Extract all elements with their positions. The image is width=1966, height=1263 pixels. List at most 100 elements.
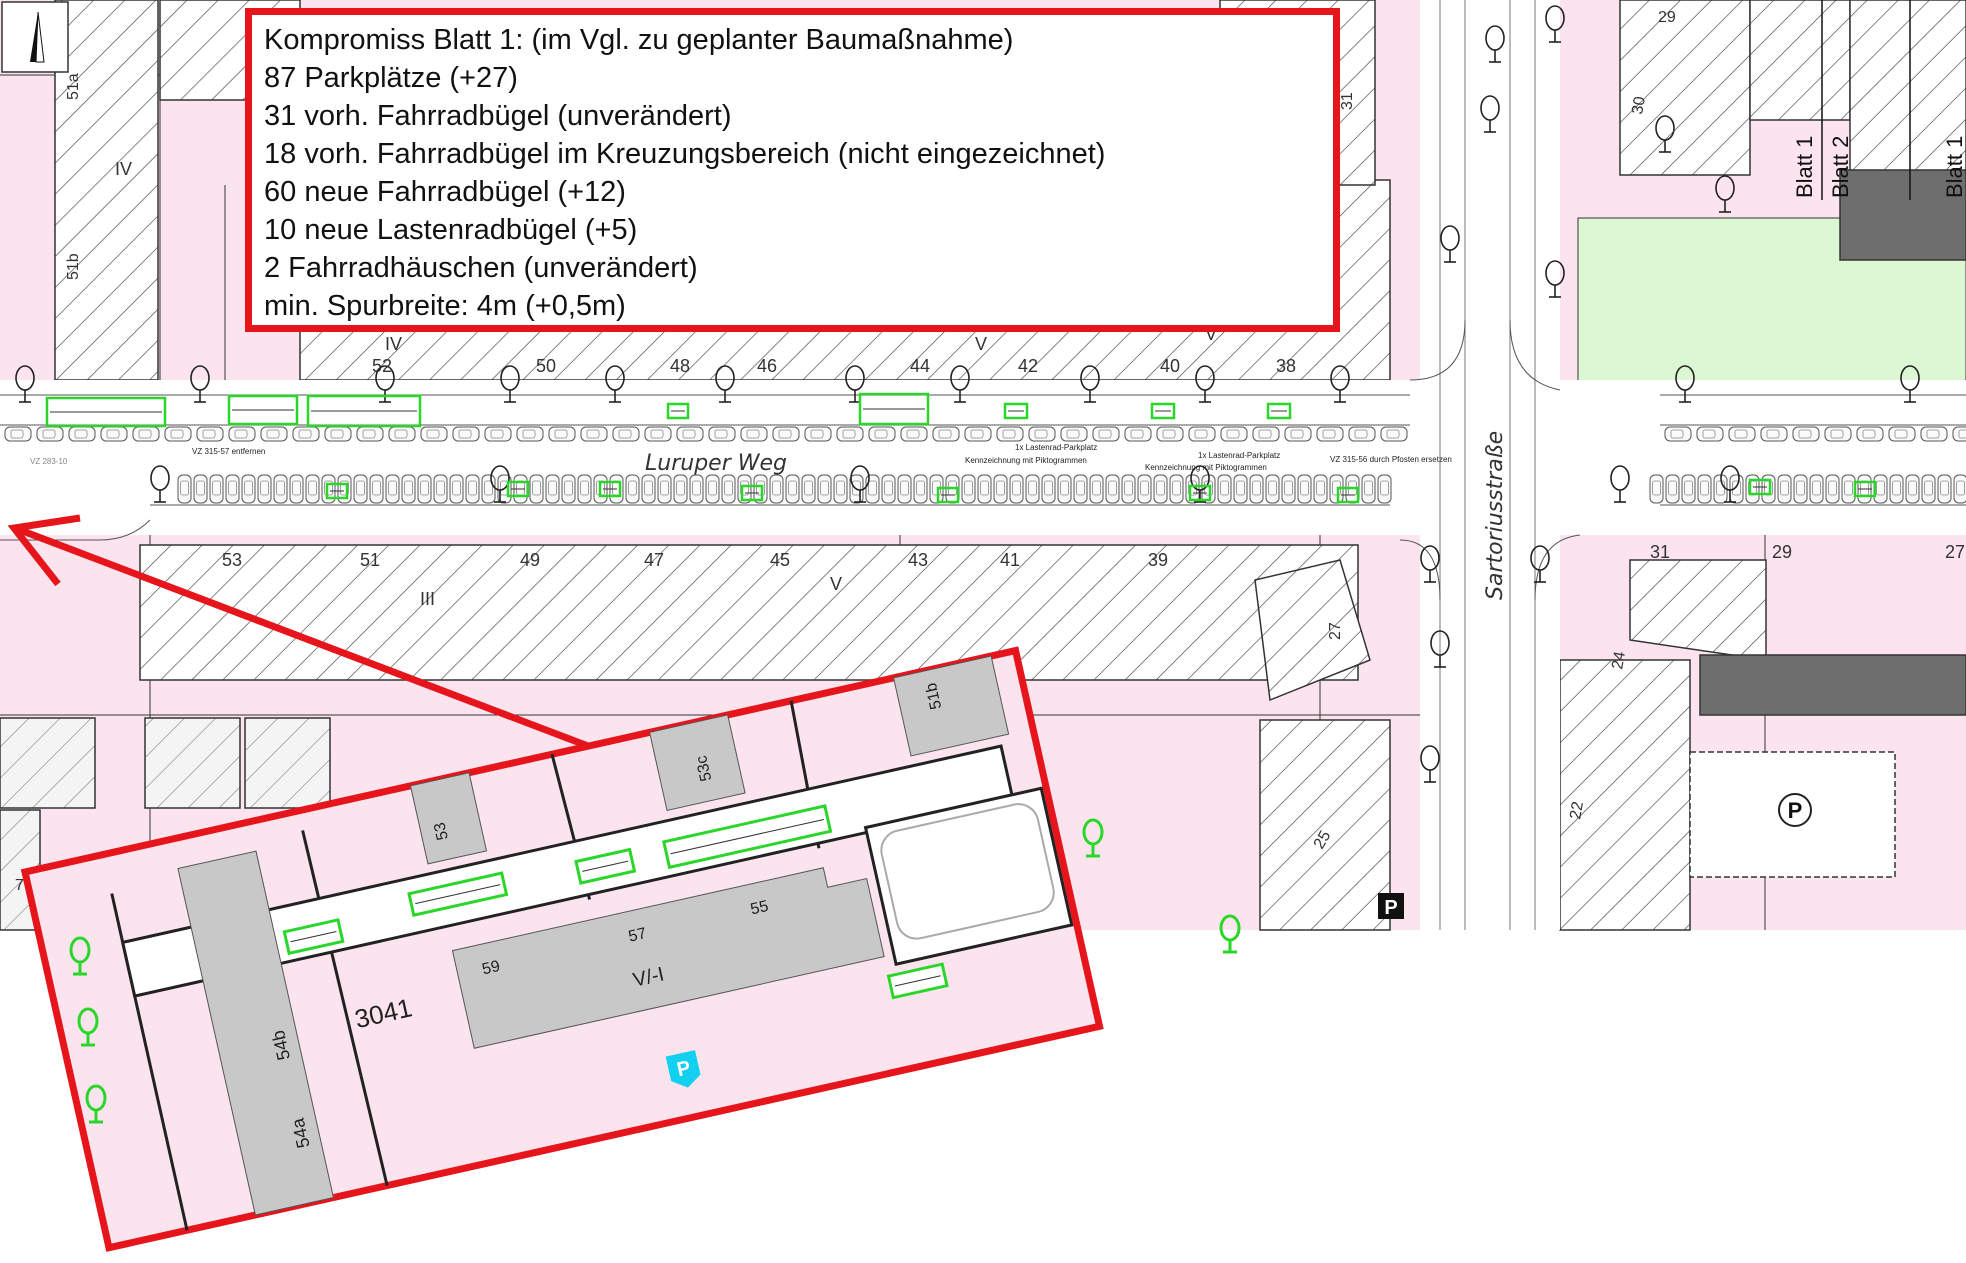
info-line-crossing-racks: 18 vorh. Fahrradbügel im Kreuzungsbereic… bbox=[264, 138, 1106, 170]
annotation-cargo1-title: 1x Lastenrad-Parkplatz bbox=[1015, 443, 1097, 452]
bike-rack-marker bbox=[306, 394, 422, 428]
parked-car bbox=[932, 426, 960, 442]
parked-car bbox=[836, 426, 864, 442]
bike-rack-marker bbox=[227, 394, 299, 426]
parking-sign-icon-small: P bbox=[1378, 893, 1404, 919]
parked-car bbox=[689, 474, 704, 504]
parked-car bbox=[1233, 474, 1248, 504]
parked-car bbox=[1777, 474, 1792, 504]
parked-car bbox=[1092, 426, 1120, 442]
parked-car bbox=[1265, 474, 1280, 504]
house-number: 47 bbox=[644, 550, 664, 570]
bike-rack-marker bbox=[598, 480, 622, 498]
parked-car bbox=[1856, 426, 1884, 442]
inset-label-51b: 51b bbox=[923, 681, 945, 711]
parked-car bbox=[4, 426, 32, 442]
parking-sign-small-label: P bbox=[1384, 897, 1397, 919]
house-number: 51a bbox=[65, 73, 82, 100]
parked-car bbox=[385, 474, 400, 504]
parked-car bbox=[1665, 474, 1680, 504]
parked-car bbox=[356, 426, 384, 442]
parked-car bbox=[100, 426, 128, 442]
parked-car bbox=[804, 426, 832, 442]
house-number: 31 bbox=[1339, 92, 1356, 110]
annotation-vz-remove: VZ 315-57 entfernen bbox=[192, 447, 265, 456]
bike-rack-marker bbox=[45, 396, 167, 428]
inset-label-55: 55 bbox=[749, 898, 770, 918]
bike-racks bbox=[45, 392, 1877, 504]
parked-car bbox=[241, 474, 256, 504]
parked-car bbox=[1316, 426, 1344, 442]
house-number: 31 bbox=[1650, 542, 1670, 562]
house-number: 7 bbox=[15, 877, 24, 894]
annotation-cargo2-sub: Kennzeichnung mit Piktogrammen bbox=[1145, 463, 1267, 472]
bike-rack-marker bbox=[1188, 484, 1212, 502]
house-number: 45 bbox=[770, 550, 790, 570]
parked-car bbox=[1649, 474, 1664, 504]
house-number: 46 bbox=[757, 356, 777, 376]
inset-label-57: 57 bbox=[627, 925, 648, 945]
bike-rack-marker bbox=[1853, 480, 1877, 498]
parked-car bbox=[561, 474, 576, 504]
parked-car bbox=[1281, 474, 1296, 504]
floor-label: IV bbox=[115, 159, 132, 179]
annotation-vz-replace: VZ 315-56 durch Pfosten ersetzen bbox=[1330, 455, 1452, 464]
parked-car bbox=[1921, 474, 1936, 504]
parked-car bbox=[625, 474, 640, 504]
parked-car bbox=[1888, 426, 1916, 442]
parked-car bbox=[580, 426, 608, 442]
parked-car bbox=[1664, 426, 1692, 442]
parked-car bbox=[1953, 474, 1966, 504]
info-line-new-racks: 60 neue Fahrradbügel (+12) bbox=[264, 176, 626, 208]
parked-car bbox=[772, 426, 800, 442]
floor-label: III bbox=[420, 589, 435, 609]
parked-car bbox=[1313, 474, 1328, 504]
house-number: 48 bbox=[670, 356, 690, 376]
parked-car bbox=[993, 474, 1008, 504]
parked-car bbox=[545, 474, 560, 504]
house-number: 24 bbox=[1609, 650, 1629, 671]
house-number: 51b bbox=[65, 253, 82, 280]
parked-car bbox=[1905, 474, 1920, 504]
floor-label: V bbox=[975, 334, 987, 354]
house-number: 51 bbox=[360, 550, 380, 570]
parked-car bbox=[1297, 474, 1312, 504]
parked-car bbox=[996, 426, 1024, 442]
parked-car bbox=[369, 474, 384, 504]
parked-car bbox=[1121, 474, 1136, 504]
parked-car bbox=[401, 474, 416, 504]
parked-car bbox=[305, 474, 320, 504]
parked-car bbox=[417, 474, 432, 504]
parked-car bbox=[881, 474, 896, 504]
house-number: 29 bbox=[1658, 9, 1676, 26]
parked-car bbox=[353, 474, 368, 504]
parked-car bbox=[420, 426, 448, 442]
bike-rack-marker bbox=[325, 482, 349, 500]
parked-car bbox=[817, 474, 832, 504]
parked-car bbox=[1824, 426, 1852, 442]
parked-car bbox=[1025, 474, 1040, 504]
parked-car bbox=[1377, 474, 1392, 504]
parked-car bbox=[433, 474, 448, 504]
parked-car bbox=[1153, 474, 1168, 504]
parked-car bbox=[676, 426, 704, 442]
parked-car bbox=[1728, 426, 1756, 442]
bike-rack-marker bbox=[936, 486, 960, 504]
parked-car bbox=[1041, 474, 1056, 504]
bike-rack-marker bbox=[1150, 402, 1176, 420]
floor-label: V bbox=[830, 574, 842, 594]
info-box: Kompromiss Blatt 1: (im Vgl. zu geplante… bbox=[245, 8, 1340, 332]
parked-car bbox=[388, 426, 416, 442]
buildings-south bbox=[0, 544, 1966, 931]
house-number: 29 bbox=[1772, 542, 1792, 562]
info-line-cargo-racks: 10 neue Lastenradbügel (+5) bbox=[264, 214, 638, 246]
parking-sign-icon: P bbox=[1778, 793, 1812, 827]
parked-car bbox=[1920, 426, 1948, 442]
house-number: 22 bbox=[1567, 800, 1587, 821]
parked-car bbox=[1156, 426, 1184, 442]
parked-car bbox=[964, 426, 992, 442]
house-number: 27 bbox=[1945, 542, 1965, 562]
street-name-main: Luruper Weg bbox=[645, 451, 787, 476]
parked-car bbox=[897, 474, 912, 504]
